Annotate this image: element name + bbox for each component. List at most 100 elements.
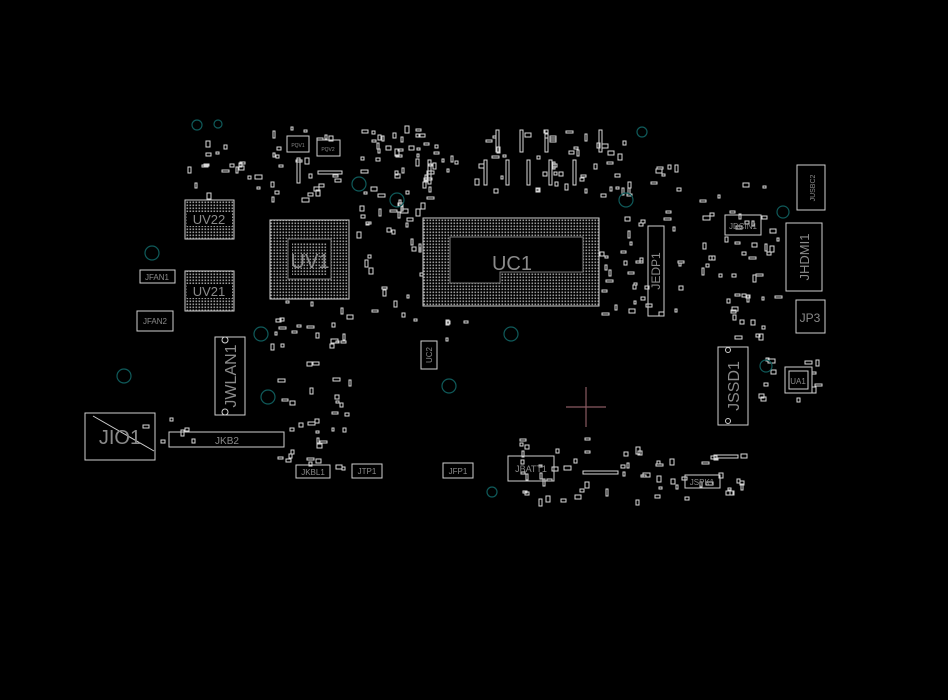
- passive-component: [740, 483, 744, 491]
- component-label: JKBL1: [301, 468, 325, 477]
- component-JEDP1[interactable]: JEDP1: [647, 225, 665, 317]
- component-label: JBATT1: [515, 464, 547, 474]
- passive-component: [604, 264, 608, 271]
- passive-component: [633, 300, 637, 305]
- component-JSPK1[interactable]: JSPK1: [684, 474, 721, 489]
- component-UV21[interactable]: UV21: [184, 270, 235, 312]
- passive-component: [315, 332, 320, 339]
- passive-component: [239, 161, 246, 165]
- passive-component: [764, 243, 768, 252]
- component-label: UV21: [193, 284, 226, 299]
- passive-component: [180, 429, 185, 437]
- passive-component: [415, 133, 421, 138]
- passive-component: [328, 135, 334, 142]
- component-JHDMI1[interactable]: JHDMI1: [785, 222, 823, 292]
- passive-component: [656, 475, 662, 483]
- mounting-hole: [486, 486, 498, 498]
- passive-component: [270, 181, 275, 188]
- component-UC1[interactable]: UC1: [422, 217, 600, 307]
- component-label: JUSBC2: [810, 174, 817, 201]
- passive-component: [215, 151, 220, 155]
- component-JKB2[interactable]: JKB2: [168, 431, 285, 448]
- passive-component: [359, 205, 365, 212]
- passive-component: [194, 182, 198, 189]
- passive-component: [441, 158, 445, 163]
- passive-component: [404, 125, 410, 134]
- passive-component: [474, 178, 480, 186]
- component-label: JSPK1: [690, 478, 715, 487]
- passive-component: [310, 301, 314, 307]
- passive-component: [364, 259, 369, 268]
- passive-component: [415, 128, 422, 132]
- passive-component: [669, 458, 675, 466]
- passive-component: [505, 159, 510, 186]
- passive-component: [701, 267, 705, 276]
- passive-component: [670, 478, 676, 485]
- passive-component: [525, 473, 529, 481]
- passive-component: [386, 227, 392, 233]
- component-JFAN2[interactable]: JFAN2: [136, 310, 174, 332]
- component-JIO1[interactable]: JIO1: [84, 412, 156, 461]
- component-UV1[interactable]: UV1: [269, 219, 350, 300]
- component-UC2[interactable]: UC2: [420, 340, 438, 370]
- component-UA1[interactable]: UA1: [784, 366, 813, 394]
- component-JFP1[interactable]: JFP1: [442, 462, 474, 479]
- passive-component: [766, 251, 772, 256]
- passive-component: [303, 129, 308, 133]
- passive-component: [335, 464, 343, 470]
- component-PQV1[interactable]: PQV1: [286, 135, 310, 153]
- mounting-hole: [253, 326, 269, 342]
- component-label: JKB2: [215, 436, 239, 447]
- mounting-holes: [116, 119, 790, 498]
- passive-component: [400, 206, 404, 212]
- passive-component: [565, 130, 574, 134]
- passive-component: [751, 242, 758, 248]
- passive-component: [811, 371, 817, 375]
- passive-component: [296, 324, 302, 328]
- passive-component: [394, 170, 399, 176]
- passive-component: [734, 241, 741, 245]
- passive-component: [762, 185, 767, 189]
- component-JP3[interactable]: JP3: [795, 299, 826, 334]
- passive-component: [483, 159, 488, 186]
- passive-component: [463, 320, 469, 324]
- component-JUSBC2[interactable]: JUSBC2: [796, 164, 826, 211]
- passive-component: [247, 175, 252, 180]
- component-JSSD1[interactable]: JSSD1: [717, 346, 749, 426]
- component-JBATT1[interactable]: JBATT1: [507, 455, 555, 482]
- passive-component: [732, 314, 737, 321]
- mounting-hole: [389, 192, 405, 208]
- passive-component: [522, 490, 528, 494]
- passive-component: [427, 159, 432, 185]
- passive-component: [731, 273, 737, 278]
- component-UV22[interactable]: UV22: [184, 199, 235, 240]
- passive-component: [391, 229, 396, 235]
- passive-component: [572, 159, 577, 186]
- component-JWLAN1[interactable]: JWLAN1: [214, 336, 246, 416]
- component-JTP1[interactable]: JTP1: [351, 463, 383, 479]
- passive-component: [306, 361, 313, 367]
- passive-component: [406, 217, 414, 222]
- passive-component: [184, 427, 190, 432]
- passive-component: [289, 427, 295, 432]
- component-JKBL1[interactable]: JKBL1: [295, 464, 331, 479]
- passive-component: [769, 245, 775, 253]
- passive-component: [377, 134, 382, 141]
- component-label: JSSD1: [726, 361, 743, 411]
- passive-component: [734, 293, 741, 297]
- component-PQV2[interactable]: PQV2: [316, 139, 341, 157]
- component-label: JWLAN1: [223, 344, 240, 407]
- passive-component: [558, 171, 564, 177]
- component-JDCIN1[interactable]: JDCIN1: [724, 214, 762, 236]
- component-label: UC1: [492, 253, 532, 275]
- passive-component: [418, 247, 422, 253]
- passive-component: [238, 165, 245, 171]
- passive-component: [500, 175, 504, 180]
- passive-component: [526, 159, 531, 186]
- passive-component: [478, 163, 485, 169]
- component-JFAN1[interactable]: JFAN1: [139, 269, 176, 284]
- passive-component: [640, 296, 646, 301]
- passive-component: [584, 481, 590, 489]
- passive-component: [524, 132, 532, 138]
